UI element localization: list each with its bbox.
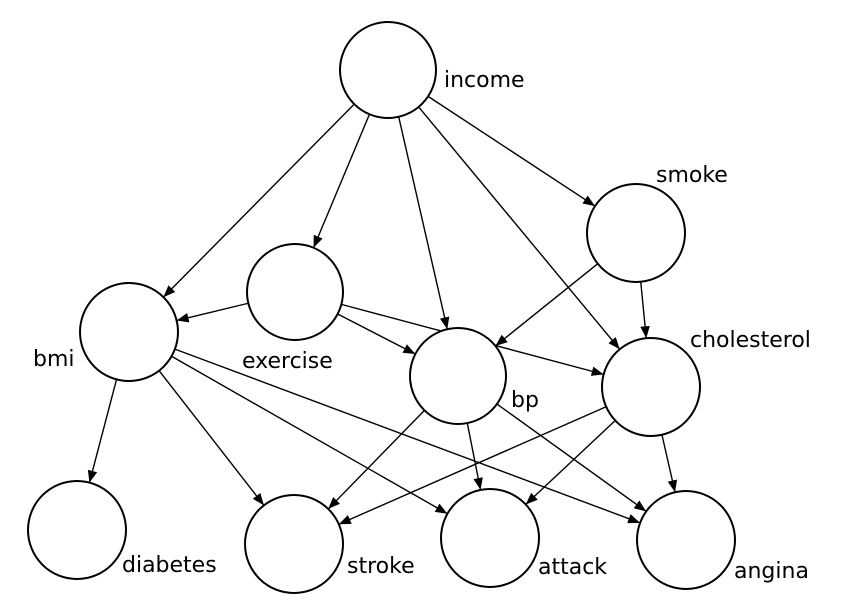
node-cholesterol-label: cholesterol (690, 328, 811, 353)
edge-exercise-to-bp (337, 313, 416, 355)
node-bmi-circle (79, 282, 179, 382)
node-exercise: exercise (242, 243, 344, 374)
node-angina: angina (636, 490, 809, 590)
edge-income-to-smoke (427, 95, 596, 207)
node-angina-label: angina (734, 559, 809, 584)
node-smoke-label: smoke (656, 163, 728, 188)
edge-income-to-bmi (162, 103, 355, 298)
node-bp-label: bp (511, 388, 539, 413)
node-stroke-circle (244, 494, 344, 594)
edge-bmi-to-angina (174, 348, 641, 524)
node-bmi-label: bmi (33, 347, 75, 372)
node-income: income (339, 21, 525, 119)
edge-exercise-to-bmi (176, 302, 249, 323)
node-exercise-circle (246, 243, 344, 341)
node-smoke: smoke (586, 163, 728, 283)
edge-bmi-to-stroke (158, 370, 265, 506)
edge-income-to-bp (398, 116, 450, 330)
node-stroke-label: stroke (347, 554, 415, 579)
node-attack-label: attack (538, 555, 607, 580)
edge-bmi-to-attack (171, 355, 448, 515)
node-diabetes: diabetes (27, 480, 217, 580)
edge-bmi-to-diabetes (87, 379, 118, 483)
nodes-layer: income smoke exercise bmi bp cholesterol… (27, 21, 811, 594)
node-diabetes-circle (27, 480, 127, 580)
edge-smoke-to-bp (494, 263, 599, 347)
node-bp-circle (409, 327, 507, 425)
node-attack-circle (440, 488, 540, 588)
edge-cholesterol-to-stroke (338, 406, 607, 525)
edge-cholesterol-to-angina (661, 434, 678, 493)
node-cholesterol-circle (601, 337, 701, 437)
node-smoke-circle (586, 183, 686, 283)
node-attack: attack (440, 488, 607, 588)
node-angina-circle (636, 490, 736, 590)
edge-smoke-to-cholesterol (640, 281, 650, 339)
node-diabetes-label: diabetes (122, 553, 217, 578)
edges-layer (87, 95, 678, 525)
node-cholesterol: cholesterol (601, 328, 811, 437)
node-stroke: stroke (244, 494, 415, 594)
edge-bp-to-angina (496, 403, 647, 512)
edge-income-to-cholesterol (418, 106, 621, 350)
node-bmi: bmi (33, 282, 179, 382)
edge-income-to-exercise (312, 114, 371, 248)
edge-bp-to-attack (466, 422, 483, 491)
node-income-circle (339, 21, 437, 119)
edge-bp-to-stroke (327, 409, 425, 510)
node-income-label: income (444, 68, 525, 93)
edge-cholesterol-to-attack (525, 420, 616, 505)
node-bp: bp (409, 327, 539, 425)
node-exercise-label: exercise (242, 349, 333, 374)
